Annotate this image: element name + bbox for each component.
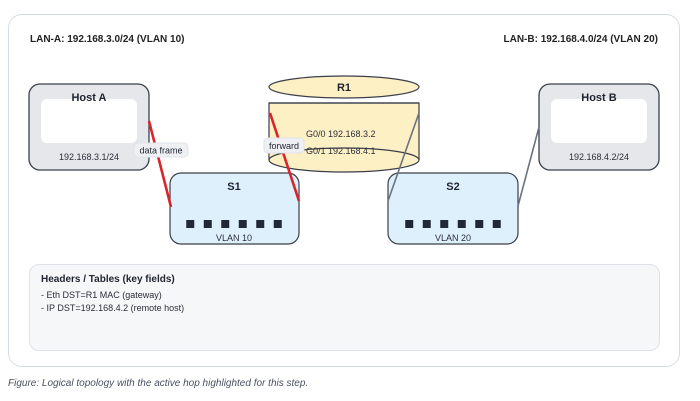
switch-s1-box <box>169 172 300 245</box>
router-body <box>268 102 420 173</box>
switch-s2-vlan: VLAN 20 <box>435 233 471 243</box>
switch-s2-node[interactable]: S2 VLAN 20 <box>387 172 519 245</box>
switch-port <box>405 220 414 228</box>
host-a-screen <box>41 99 137 143</box>
host-b-ip: 192.168.4.2/24 <box>569 152 629 162</box>
switch-port <box>221 220 230 228</box>
link-r1-s1-active[interactable] <box>268 112 301 202</box>
switch-port <box>273 220 282 228</box>
link-hosta-s1-active[interactable] <box>147 120 173 208</box>
edge-label-forward: forward <box>263 137 305 154</box>
figure-caption: Figure: Logical topology with the active… <box>8 378 309 389</box>
lan-b-label: LAN-B: 192.168.4.0/24 (VLAN 20) <box>503 34 658 45</box>
info-line-ip-dst: - IP DST=192.168.4.2 (remote host) <box>41 303 185 313</box>
switch-port <box>203 220 212 228</box>
switch-s1-title: S1 <box>227 181 240 193</box>
host-b-title: Host B <box>581 92 617 104</box>
host-b-node[interactable]: Host B 192.168.4.2/24 <box>538 83 660 171</box>
edge-label-data-frame: data frame <box>133 142 189 158</box>
host-b-screen <box>551 99 647 143</box>
router-bottom-rim <box>268 147 420 161</box>
switch-s1-ports <box>186 220 282 228</box>
switch-port <box>475 220 484 228</box>
switch-port <box>422 220 431 228</box>
router-r1-node[interactable]: R1 G0/0 192.168.3.2 G0/1 192.168.4.1 <box>268 75 420 173</box>
switch-s2-box <box>387 172 519 245</box>
switch-s2-ports <box>405 220 501 228</box>
info-line-eth-dst: - Eth DST=R1 MAC (gateway) <box>41 290 162 300</box>
router-iface-g0-1: G0/1 192.168.4.1 <box>306 146 376 156</box>
switch-s1-node[interactable]: S1 VLAN 10 <box>169 172 300 245</box>
host-a-node[interactable]: Host A 192.168.3.1/24 <box>28 83 150 171</box>
host-a-title: Host A <box>71 92 106 104</box>
router-title: R1 <box>337 82 351 94</box>
router-top <box>268 75 420 99</box>
router-iface-g0-0: G0/0 192.168.3.2 <box>306 129 376 139</box>
edge-label-data-frame-text: data frame <box>139 146 182 156</box>
lan-a-label: LAN-A: 192.168.3.0/24 (VLAN 10) <box>30 34 185 45</box>
edge-label-forward-text: forward <box>269 141 299 151</box>
headers-tables-title: Headers / Tables (key fields) <box>41 274 175 285</box>
switch-port <box>440 220 449 228</box>
headers-tables-panel: Headers / Tables (key fields) - Eth DST=… <box>29 264 660 351</box>
link-hostb-s2[interactable] <box>517 126 540 207</box>
host-a-ip: 192.168.3.1/24 <box>59 152 119 162</box>
switch-port <box>457 220 466 228</box>
switch-s2-title: S2 <box>446 181 459 193</box>
switch-port <box>186 220 195 228</box>
switch-port <box>238 220 247 228</box>
switch-s1-vlan: VLAN 10 <box>216 233 252 243</box>
link-r1-s2[interactable] <box>387 112 420 202</box>
switch-port <box>492 220 501 228</box>
switch-port <box>256 220 265 228</box>
